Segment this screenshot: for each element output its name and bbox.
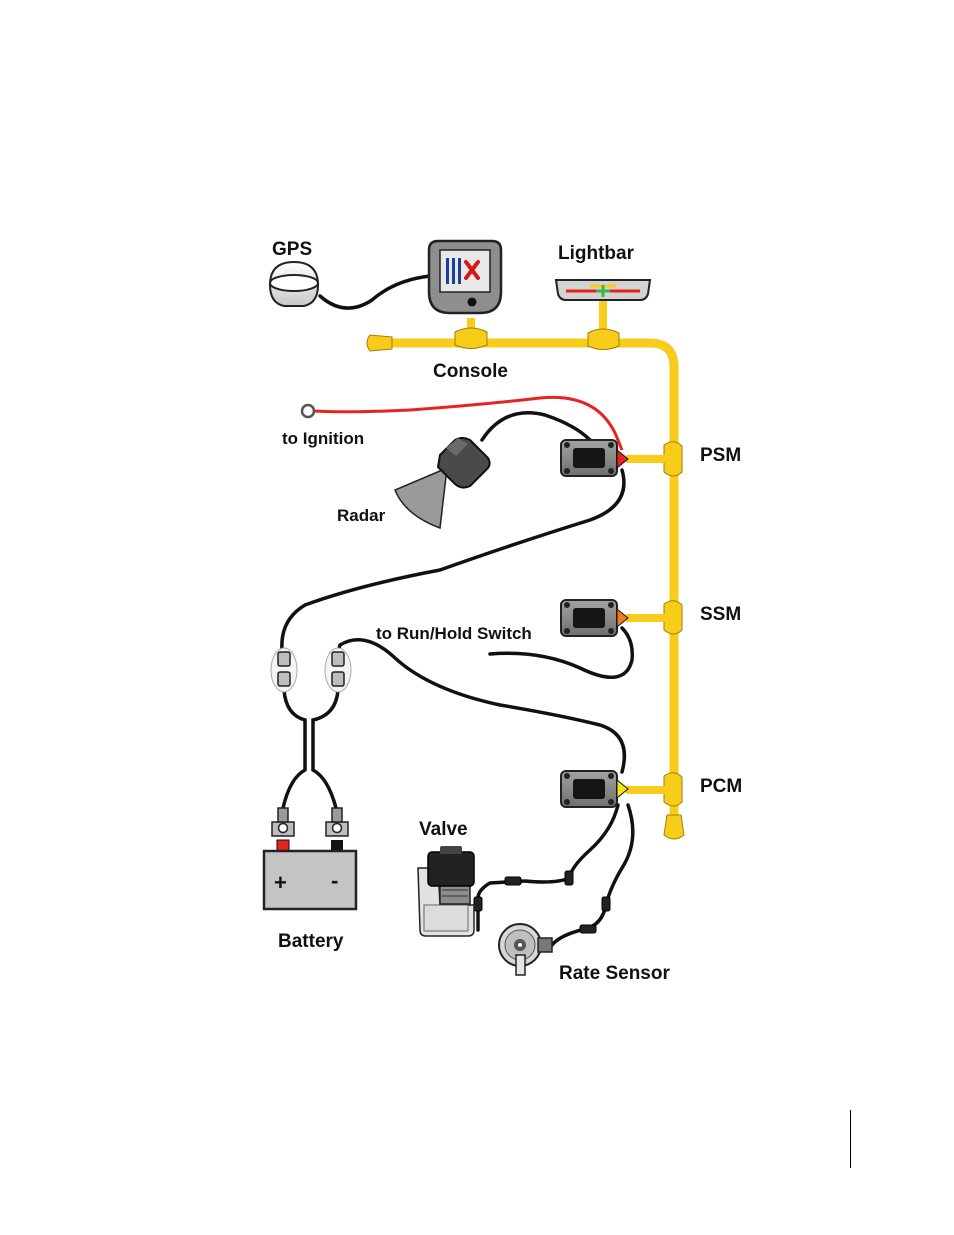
main-harness [367, 298, 684, 839]
psm-module-icon [561, 440, 628, 476]
radar-label: Radar [337, 506, 386, 525]
lightbar-icon [556, 280, 650, 300]
radar-icon [395, 438, 490, 528]
ssm-module-icon [561, 600, 628, 636]
battery-minus-label: - [331, 868, 338, 893]
lightbar-label: Lightbar [558, 243, 635, 264]
battery-label: Battery [278, 931, 344, 952]
pcm-label: PCM [700, 776, 742, 797]
to-run-hold-switch-label: to Run/Hold Switch [376, 624, 532, 643]
ring-terminal-icon [302, 405, 314, 417]
to-ignition-label: to Ignition [282, 429, 364, 448]
rate-sensor-label: Rate Sensor [559, 963, 670, 984]
console-icon [429, 241, 501, 313]
battery-plus-label: + [274, 870, 287, 895]
console-label: Console [433, 361, 508, 382]
page-margin-rule [850, 1110, 851, 1168]
gps-antenna-icon [270, 262, 318, 306]
rate-sensor-icon [499, 924, 552, 975]
gps-label: GPS [272, 239, 312, 260]
valve-label: Valve [419, 819, 468, 840]
psm-label: PSM [700, 445, 741, 466]
battery-harness-connectors [271, 648, 351, 692]
ssm-label: SSM [700, 604, 741, 625]
valve-icon [418, 846, 474, 936]
pcm-module-icon [561, 771, 628, 807]
